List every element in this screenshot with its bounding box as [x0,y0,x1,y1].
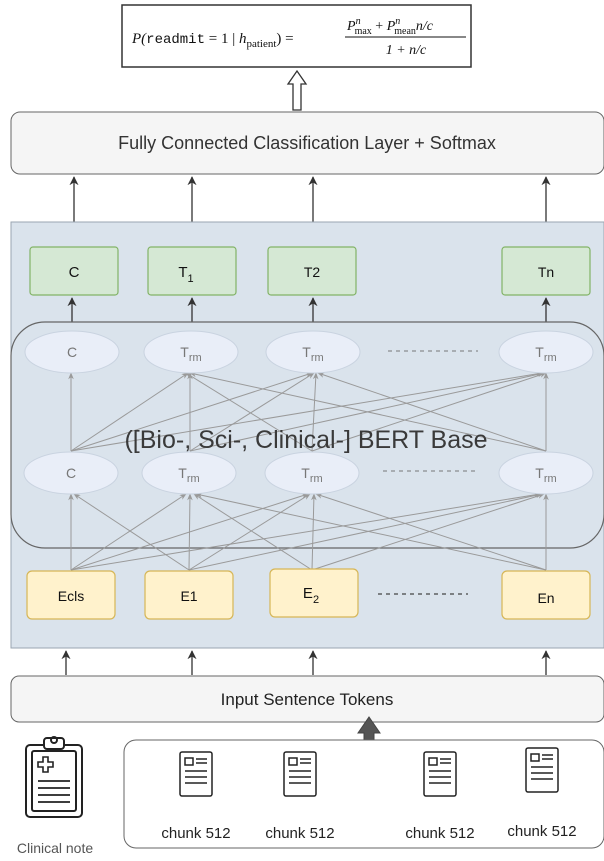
svg-text:Trm: Trm [535,465,556,485]
bert-encoder-box [10,321,604,549]
output-label-t1-sub: 1 [188,273,194,285]
svg-text:Trm: Trm [535,344,556,364]
formula-denominator: 1 + n/c [386,43,427,58]
formula-num-sup1: n [356,16,361,27]
chunks-container [123,739,604,849]
embedding-label-e1: E1 [180,588,197,604]
embedding-label-ecls: Ecls [58,588,84,604]
formula-num-sup2: n [395,16,400,27]
lower-node-trm-n-sub: rm [544,473,557,485]
output-token-t2: T2 [267,246,357,296]
chunk-label: chunk 512 [265,825,334,842]
formula-num-p2: P [386,19,396,34]
formula-lhs-sub: patient [246,38,276,50]
upper-node-trm-1-sub: rm [189,352,202,364]
chunk-label: chunk 512 [405,825,474,842]
embedding-label-e2: E [303,585,313,602]
document-icon [423,751,457,797]
lower-node-trm-2-sub: rm [310,473,323,485]
formula-num-sub1: max [355,26,372,37]
input-tokens-box: Input Sentence Tokens [10,675,604,723]
formula-lhs-var: readmit [146,32,205,48]
embedding-to-trm-connections [68,492,549,571]
formula-lhs-close: ) = [276,31,293,47]
output-label-c: C [69,264,80,281]
upper-node-trm-n-sub: rm [544,352,557,364]
svg-text:E2: E2 [303,585,319,606]
embedding-label-en: En [537,590,554,606]
svg-text:Trm: Trm [178,465,199,485]
lower-node-trm-2: T [301,465,310,481]
embedding-en: En [501,570,591,620]
upper-node-c: C [67,344,77,360]
upper-node-trm-1: T [180,344,189,360]
svg-text:Trm: Trm [301,465,322,485]
upper-trm-row: C Trm Trm Trm [24,330,594,374]
classification-layer-label: Fully Connected Classification Layer + S… [118,133,496,153]
lower-node-trm-n: T [535,465,544,481]
chunk-label: chunk 512 [507,823,576,840]
trm-layer-connections [68,371,549,452]
classification-layer: Fully Connected Classification Layer + S… [10,111,604,175]
clinical-note-label: Clinical note [17,840,93,856]
svg-text:Trm: Trm [180,344,201,364]
formula-num-plus: + [372,19,387,34]
output-token-c: C [29,246,119,296]
lower-node-trm-1: T [178,465,187,481]
embedding-e2: E2 [269,568,359,618]
lower-node-trm-1-sub: rm [187,473,200,485]
clipboard-icon [25,736,83,818]
formula-lhs-eq: = 1 | [205,31,239,47]
upper-node-trm-2: T [302,344,311,360]
formula-lhs-p: P( [131,31,147,47]
formula-num-tail: n/c [416,19,434,34]
output-label-t2: T2 [304,264,321,280]
document-icon [283,751,317,797]
lower-node-c: C [66,465,76,481]
upper-node-trm-n: T [535,344,544,360]
embedding-label-e2-sub: 2 [313,594,319,606]
input-to-embedding-arrows [61,650,551,675]
svg-text:Trm: Trm [302,344,323,364]
output-hollow-arrow [286,69,308,111]
lower-trm-row: C Trm Trm Trm [23,451,594,495]
embedding-ecls: Ecls [26,570,116,620]
svg-text:T1: T1 [178,264,193,285]
document-icon [525,747,559,793]
output-token-t1: T1 [147,246,237,296]
output-token-tn: Tn [501,246,591,296]
upper-node-trm-2-sub: rm [311,352,324,364]
formula-num-p1: P [346,19,356,34]
chunk-label: chunk 512 [161,825,230,842]
bert-model-label: ([Bio-, Sci-, Clinical-] BERT Base [124,426,487,454]
output-label-tn: Tn [538,264,554,280]
formula-num-sub2: mean [394,26,416,37]
formula-lhs-h: h [239,31,247,47]
svg-text:P(readmit = 1 | hpatient) =: P(readmit = 1 | hpatient) = [131,31,294,50]
output-label-t1: T [178,264,187,281]
embedding-e1: E1 [144,570,234,620]
input-tokens-label: Input Sentence Tokens [221,690,394,709]
document-icon [179,751,213,797]
